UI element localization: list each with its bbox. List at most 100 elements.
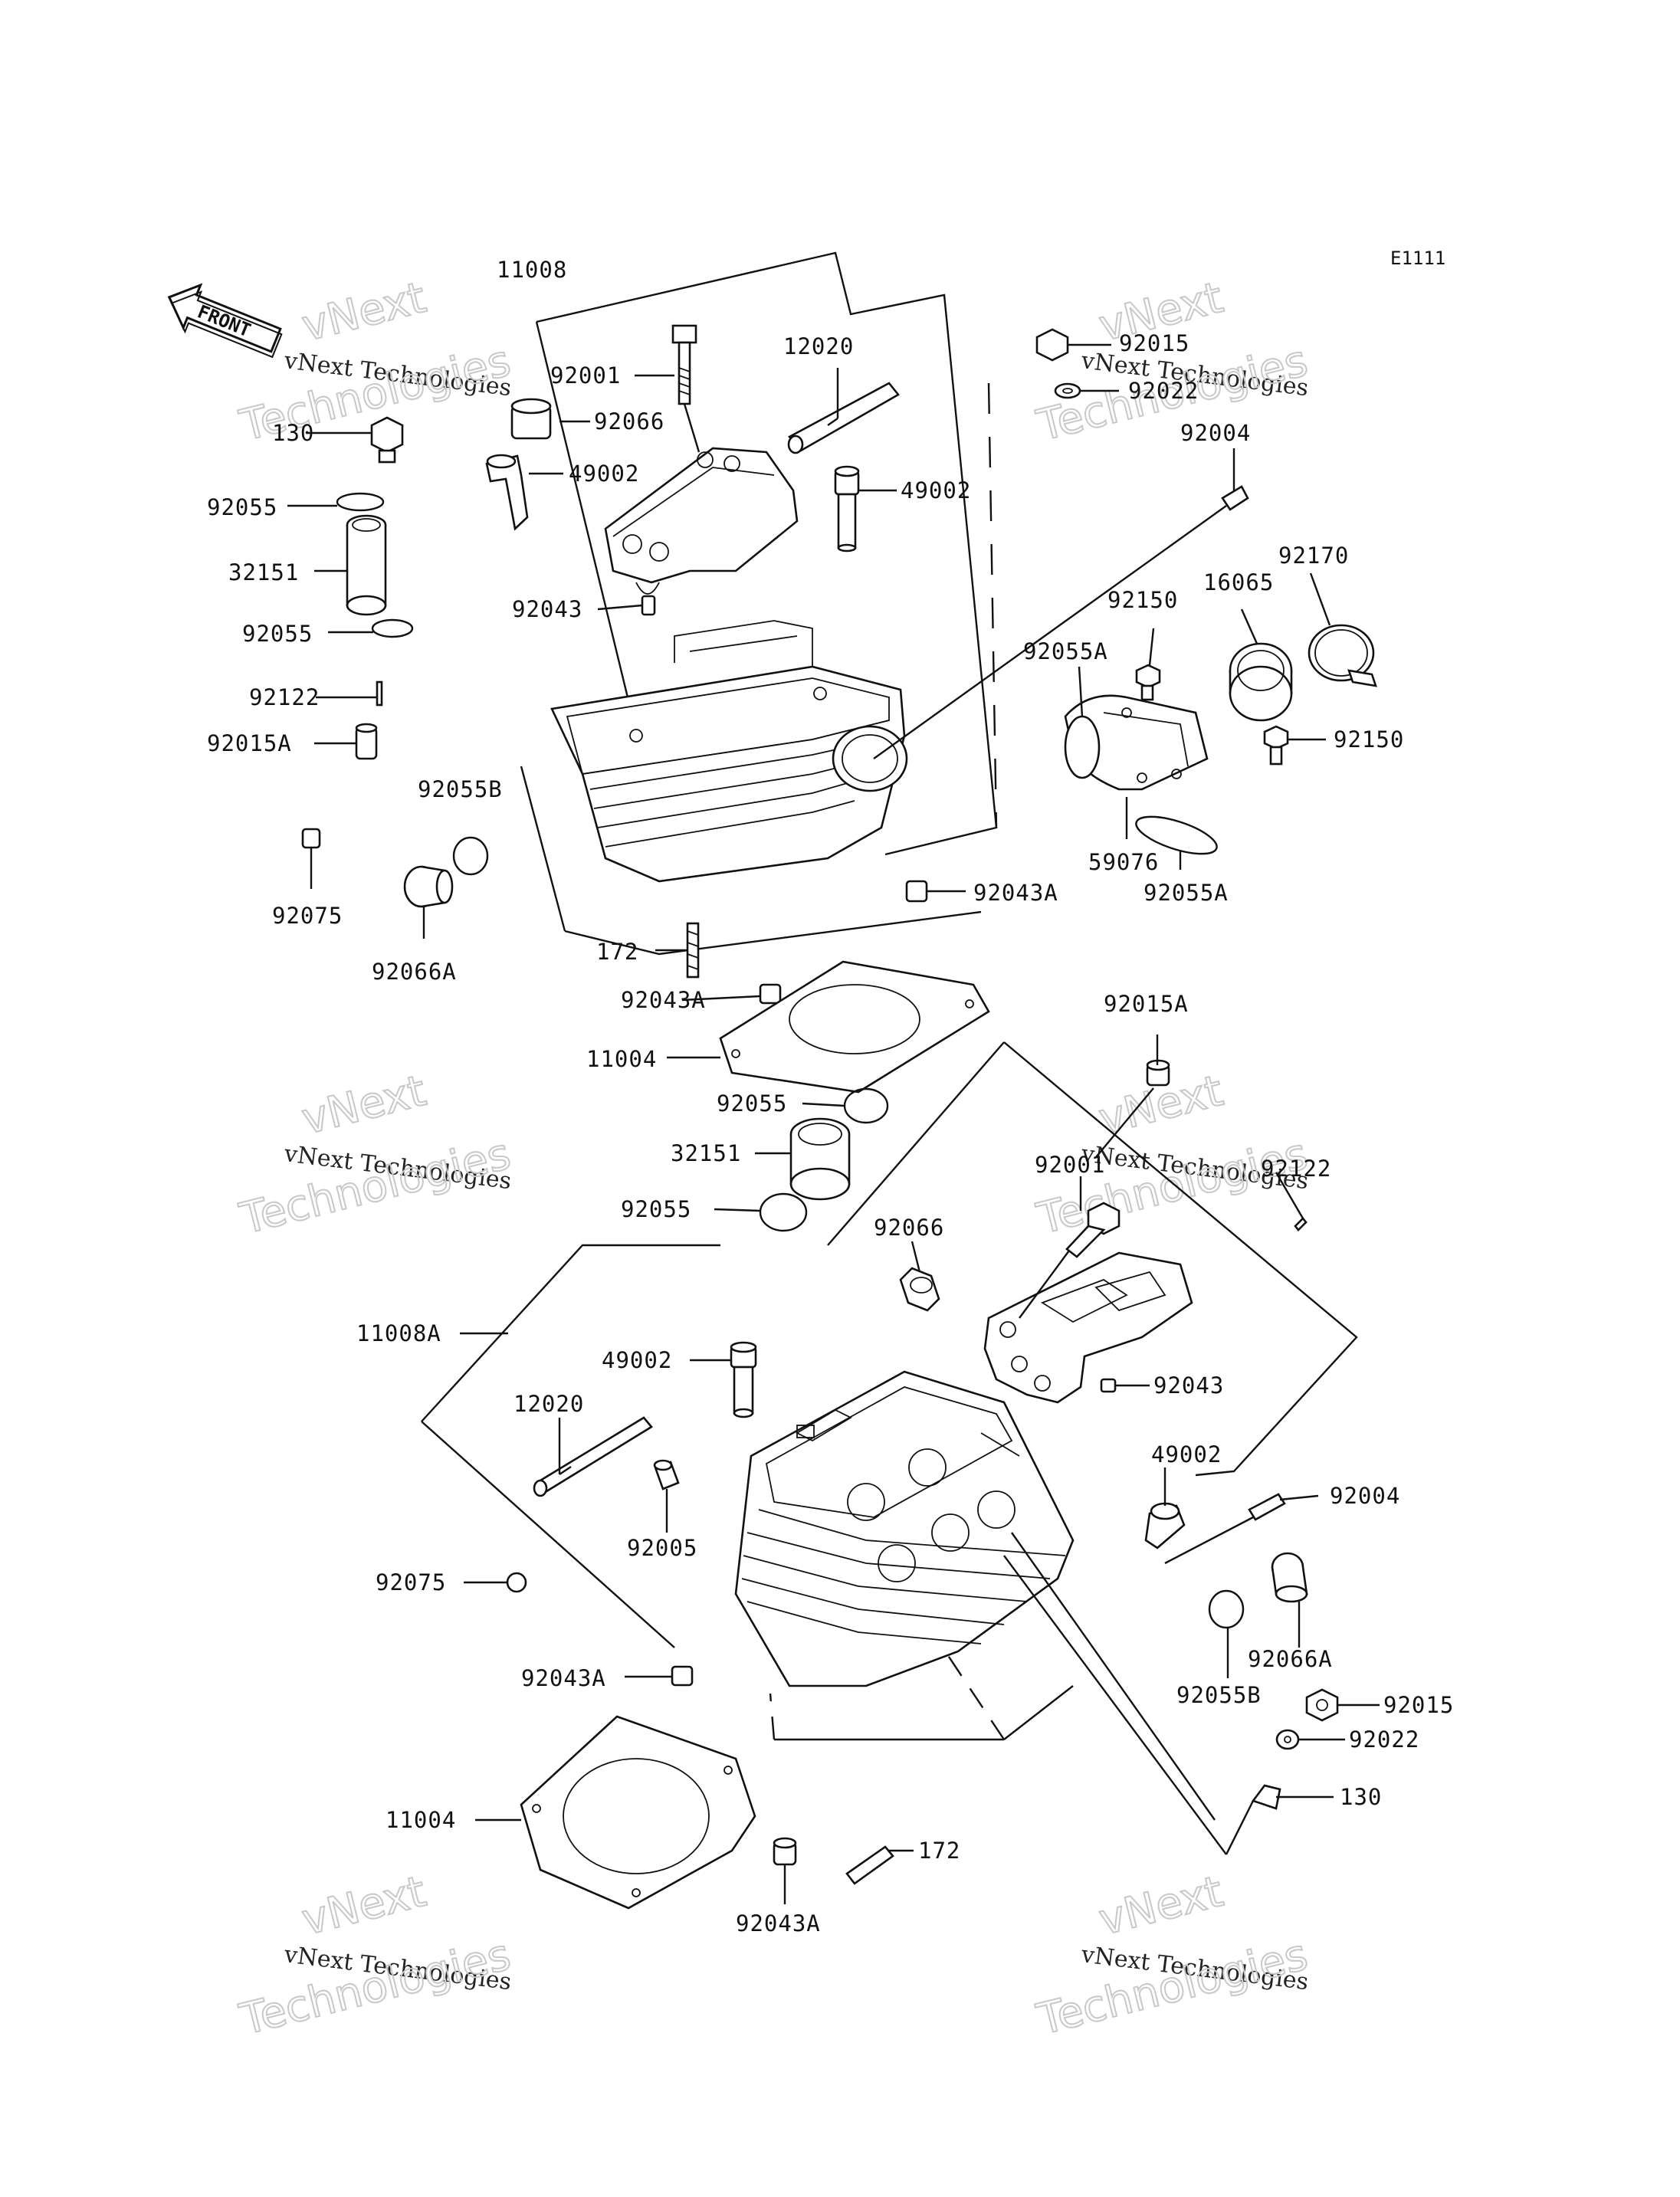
label-12020-top: 12020 [783, 333, 854, 359]
label-49002-mid-right: 49002 [1151, 1441, 1222, 1467]
cam-holder-top [604, 447, 799, 595]
svg-text:Technologies: Technologies [235, 1129, 516, 1244]
o-ring-92055-top-b [371, 618, 414, 638]
label-49002-mid-left: 49002 [602, 1347, 672, 1373]
label-11004-top: 11004 [586, 1046, 657, 1072]
label-92015-bot: 92015 [1383, 1692, 1454, 1718]
label-92043A-top-right: 92043A [973, 880, 1058, 906]
plug-92066-mid [899, 1267, 940, 1312]
label-12020-mid: 12020 [514, 1391, 584, 1417]
plug-92066A-bot [1271, 1552, 1308, 1603]
nut-92015-bot [1305, 1688, 1339, 1722]
nut-92015-top [1035, 328, 1069, 362]
label-92015A-mid: 92015A [1104, 991, 1189, 1017]
part-labels: 11008 92001 12020 92015 92022 130 92066 … [207, 257, 1454, 1936]
svg-text:vNext: vNext [1094, 1867, 1228, 1946]
label-92015A-top: 92015A [207, 730, 292, 756]
label-59076: 59076 [1088, 849, 1159, 875]
dowel-92043A-mid [759, 983, 782, 1005]
label-92055-mid-b: 92055 [621, 1196, 691, 1222]
o-ring-92055B-bot [1208, 1589, 1245, 1629]
label-32151-top: 32151 [228, 559, 299, 585]
dowel-92043A-bot-left [671, 1665, 694, 1687]
label-49002-top-left: 49002 [569, 461, 639, 487]
label-11004-bot: 11004 [386, 1807, 456, 1833]
front-arrow-icon: FRONT [167, 283, 283, 359]
o-ring-92055B-top [452, 836, 489, 876]
label-16065: 16065 [1203, 569, 1274, 595]
label-130-top: 130 [272, 420, 314, 446]
label-92004-mid: 92004 [1330, 1483, 1400, 1509]
plug-92066A-top [403, 865, 454, 908]
label-130-bot: 130 [1340, 1784, 1382, 1810]
gasket-92055A-b [1135, 815, 1218, 855]
label-49002-top-right: 49002 [901, 477, 971, 503]
bolt-130-top [370, 416, 404, 464]
stud-92004-mid [1164, 1493, 1286, 1565]
washer-92022-top [1054, 382, 1081, 399]
label-92075-top: 92075 [272, 903, 343, 929]
label-92066-top: 92066 [594, 408, 664, 434]
label-92055B-bot: 92055B [1176, 1682, 1262, 1708]
label-92066-mid: 92066 [874, 1215, 944, 1241]
clamp-92170 [1308, 624, 1377, 687]
label-92055-mid-a: 92055 [717, 1090, 787, 1117]
watermark-mid-left: vNext vNext Technologies Technologies [235, 1065, 517, 1245]
label-172-top: 172 [596, 939, 638, 965]
pin-92122-mid [1294, 1217, 1308, 1231]
dowel-92043A-top-right [905, 880, 928, 903]
o-ring-92055-mid-b [759, 1192, 808, 1232]
bolt-130-bot [1251, 1784, 1281, 1810]
label-92075-mid: 92075 [376, 1569, 446, 1595]
cam-holder-bottom [983, 1251, 1193, 1404]
watermark-bottom-left: vNext vNext Technologies Technologies [235, 1866, 517, 2046]
label-92150-a: 92150 [1107, 587, 1178, 613]
label-92122-top: 92122 [249, 684, 320, 710]
guide-49002-top-left [485, 454, 529, 531]
nut-92015A-top [355, 723, 378, 760]
shaft-12020-mid [533, 1416, 653, 1497]
label-92043A-mid: 92043A [621, 987, 706, 1013]
label-92022-bot: 92022 [1349, 1726, 1419, 1753]
label-92122-mid: 92122 [1261, 1156, 1331, 1182]
shaft-12020-top [787, 382, 900, 454]
gasket-11004-bot [520, 1715, 756, 1910]
assembly-bracket-bottom [421, 1041, 1358, 1741]
cylinder-head-top [550, 620, 908, 883]
label-92066A-bot: 92066A [1248, 1646, 1333, 1672]
label-92001-mid: 92001 [1035, 1152, 1105, 1178]
dowel-92043-top [641, 595, 656, 616]
guide-49002-mid-right [1144, 1502, 1186, 1549]
bolt-92150-b [1263, 725, 1289, 766]
cap-92075-top [301, 828, 321, 849]
label-92043A-bot-left: 92043A [521, 1665, 606, 1691]
gasket-11004-top [719, 960, 990, 1094]
stud-172-bot [845, 1845, 894, 1885]
label-172-bot: 172 [918, 1838, 960, 1864]
stud-92004-top [873, 485, 1249, 759]
label-92055-top-b: 92055 [242, 621, 313, 647]
leader-lines [287, 343, 1380, 1904]
label-92055B-top: 92055B [418, 776, 503, 802]
svg-text:Technologies: Technologies [1032, 1930, 1313, 2045]
watermark-top-right: vNext vNext Technologies Technologies [1032, 272, 1314, 452]
sleeve-32151-top [346, 514, 387, 616]
label-92055A-b: 92055A [1144, 880, 1229, 906]
svg-text:Technologies: Technologies [1032, 1129, 1313, 1244]
label-92004-top: 92004 [1180, 420, 1251, 446]
guide-49002-top-right [834, 465, 860, 553]
label-92150-b: 92150 [1334, 726, 1404, 753]
label-92043-top: 92043 [512, 596, 582, 622]
washer-92022-bot [1275, 1729, 1300, 1750]
label-11008: 11008 [497, 257, 567, 283]
sleeve-32151-mid [789, 1117, 851, 1201]
stud-172-top [686, 922, 700, 979]
svg-text:vNext: vNext [297, 1066, 431, 1145]
label-92022-top: 92022 [1128, 378, 1199, 404]
bolt-92001-mid [1019, 1202, 1121, 1319]
bolt-92001-top [671, 324, 701, 453]
diagram-code: E1111 [1390, 248, 1445, 269]
cap-92075-mid [506, 1572, 527, 1593]
pin-92122-top [376, 680, 383, 707]
label-92043A-bot: 92043A [736, 1910, 821, 1936]
